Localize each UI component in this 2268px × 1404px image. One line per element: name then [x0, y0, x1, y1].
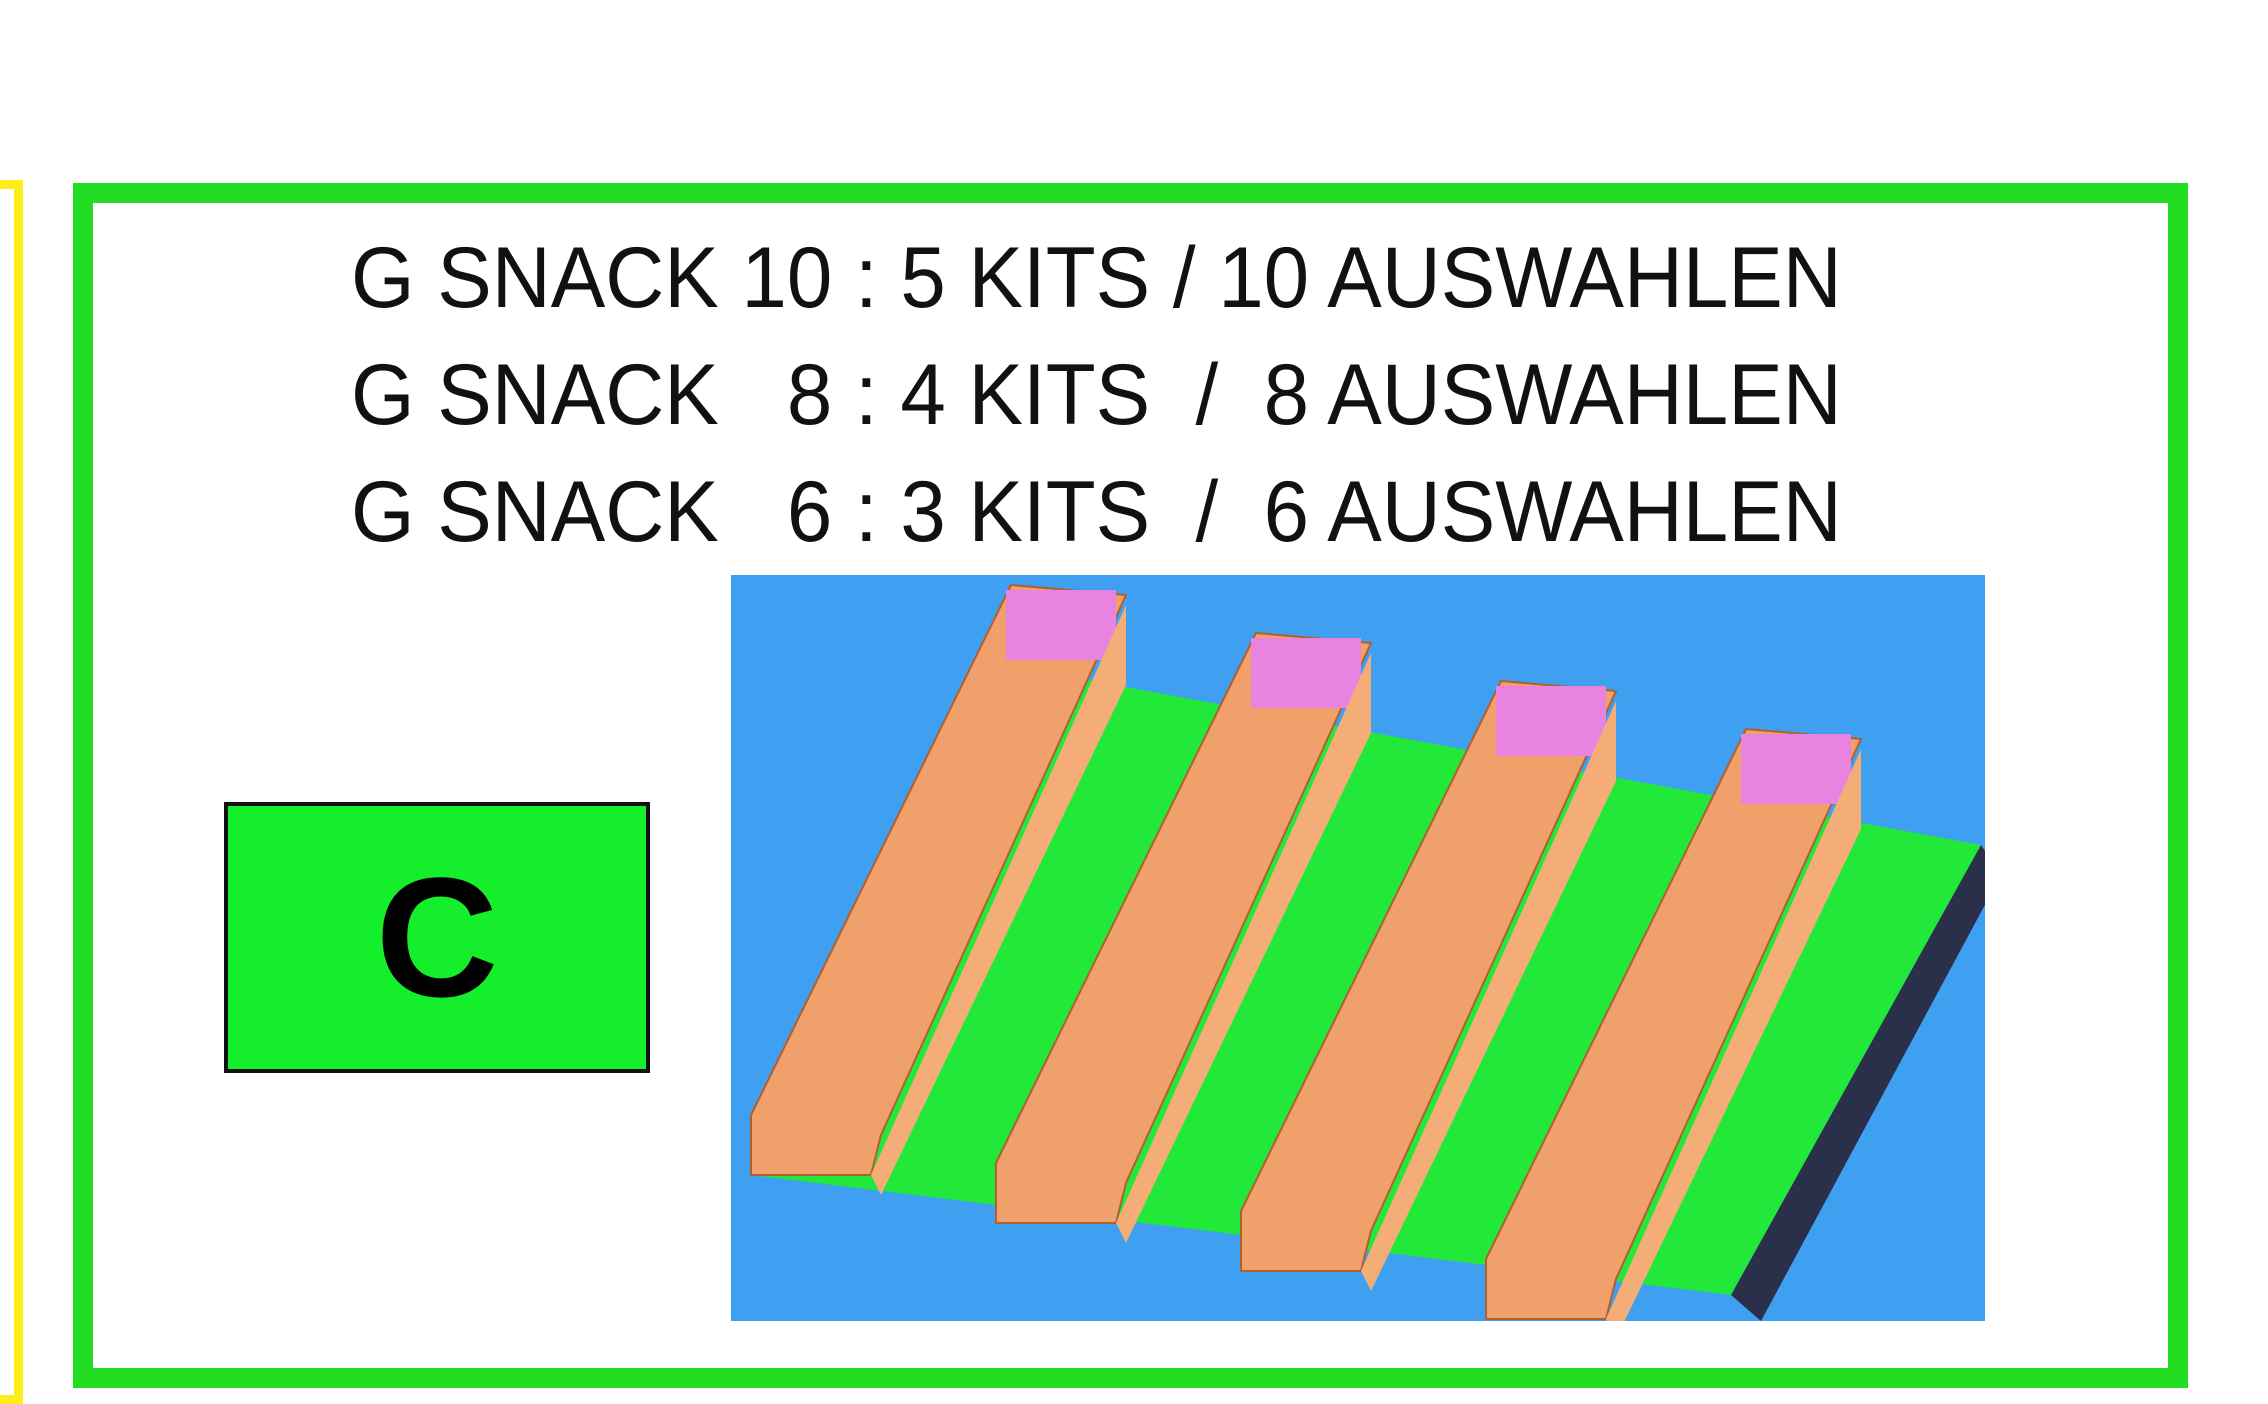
spec-lines: G SNACK 10 : 5 KITS / 10 AUSWAHLEN G SNA…	[351, 220, 1951, 571]
adjacent-panel-border	[0, 180, 23, 1404]
spec-line-8: G SNACK 8 : 4 KITS / 8 AUSWAHLEN	[351, 347, 1842, 443]
spec-line-6: G SNACK 6 : 3 KITS / 6 AUSWAHLEN	[351, 464, 1842, 560]
category-label: C	[375, 842, 499, 1033]
dividers	[750, 583, 1863, 1321]
spiral-tray-illustration	[750, 583, 1985, 1321]
spec-line-10: G SNACK 10 : 5 KITS / 10 AUSWAHLEN	[351, 230, 1842, 326]
spiral-tray-image	[731, 575, 1985, 1321]
tray-front-bracket	[1731, 845, 1985, 1321]
category-label-box: C	[224, 802, 650, 1073]
